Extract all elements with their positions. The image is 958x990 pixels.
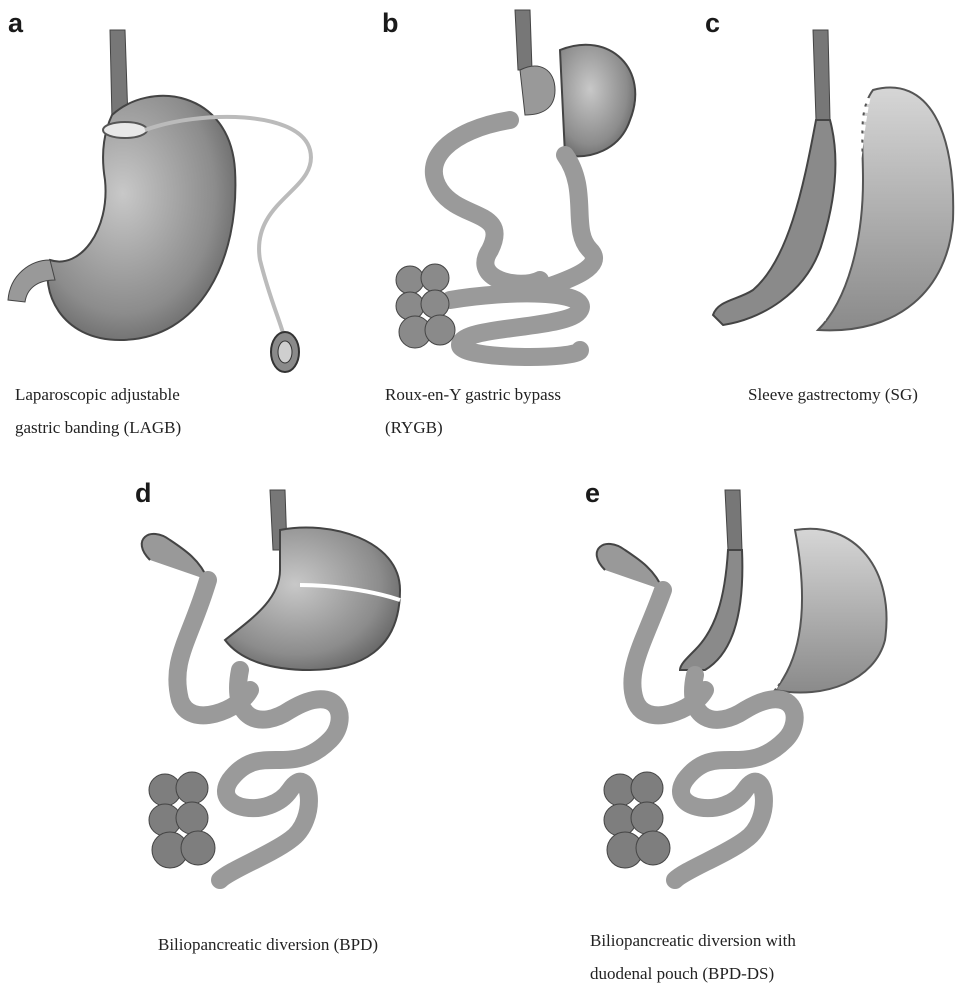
sleeve-stomach xyxy=(713,120,835,325)
gastric-remnant xyxy=(560,45,635,156)
rygb-illustration xyxy=(390,10,650,370)
colon xyxy=(149,772,215,868)
small-intestine xyxy=(220,670,340,880)
gallbladder xyxy=(597,544,663,590)
colon xyxy=(396,264,455,348)
gastric-band xyxy=(103,122,147,138)
stomach xyxy=(225,528,400,671)
caption-c: Sleeve gastrectomy (SG) xyxy=(748,378,918,411)
colon xyxy=(604,772,670,868)
sleeve-stomach xyxy=(680,550,742,670)
small-intestine xyxy=(675,675,795,880)
bpd-ds-illustration xyxy=(585,490,915,910)
resected-stomach xyxy=(818,88,953,331)
gastric-pouch xyxy=(520,66,555,115)
caption-e: Biliopancreatic diversion with duodenal … xyxy=(590,924,796,990)
bpd-illustration xyxy=(130,490,410,910)
gallbladder xyxy=(142,534,208,580)
esophagus xyxy=(813,30,830,120)
lagb-illustration xyxy=(0,30,330,390)
sleeve-gastrectomy-illustration xyxy=(698,20,958,350)
caption-b: Roux-en-Y gastric bypass (RYGB) xyxy=(385,378,561,444)
caption-a: Laparoscopic adjustable gastric banding … xyxy=(15,378,181,444)
caption-d: Biliopancreatic diversion (BPD) xyxy=(158,928,378,961)
